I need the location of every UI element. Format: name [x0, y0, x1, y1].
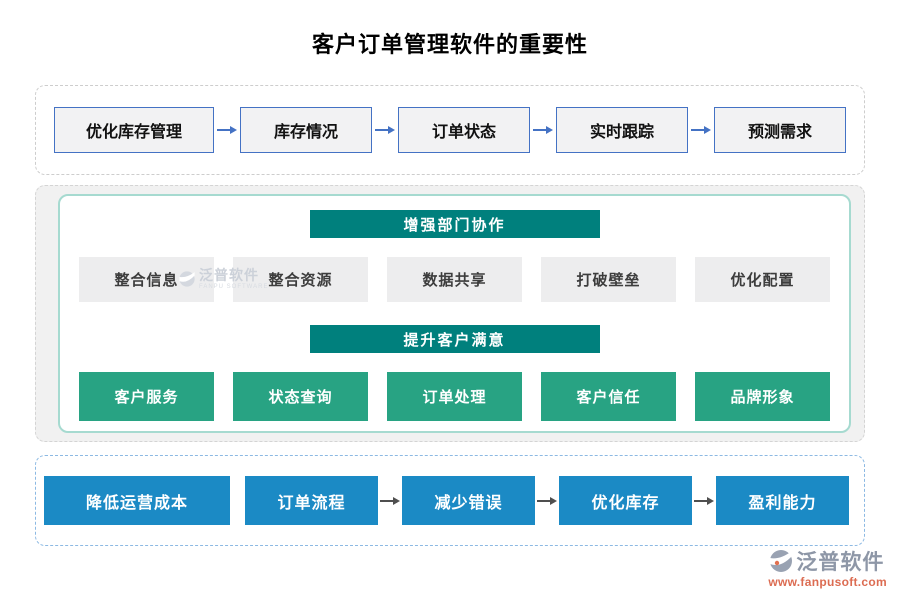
collaboration-row: 整合信息 整合资源 数据共享 打破壁垒 优化配置 [60, 257, 849, 302]
logo-url: www.fanpusoft.com [768, 575, 887, 589]
bottom-flow-node: 盈利能力 [716, 476, 849, 525]
logo-brand: 泛普软件 [796, 551, 885, 574]
top-flow-node: 订单状态 [398, 107, 530, 153]
top-flow-node: 实时跟踪 [556, 107, 688, 153]
arrow-right-icon [380, 496, 400, 505]
bottom-flow-node: 减少错误 [402, 476, 535, 525]
satisfaction-item: 订单处理 [387, 372, 522, 421]
top-flow-node: 库存情况 [240, 107, 372, 153]
top-flow-section: 优化库存管理 库存情况 订单状态 实时跟踪 预测需求 [35, 85, 865, 175]
bottom-flow-node: 降低运营成本 [44, 476, 230, 525]
arrow-right-icon [533, 126, 553, 134]
collaboration-item: 打破壁垒 [541, 257, 676, 302]
satisfaction-row: 客户服务 状态查询 订单处理 客户信任 品牌形象 [60, 372, 849, 421]
arrow-right-icon [217, 126, 237, 134]
satisfaction-item: 品牌形象 [695, 372, 830, 421]
arrow-right-icon [691, 126, 711, 134]
benefits-panel: 增强部门协作 整合信息 整合资源 数据共享 打破壁垒 优化配置 提升客户满意 客… [58, 194, 851, 433]
site-logo: 泛普软件 www.fanpusoft.com [768, 546, 887, 589]
collaboration-item: 数据共享 [387, 257, 522, 302]
bottom-flow-node: 订单流程 [245, 476, 378, 525]
bottom-flow-section: 降低运营成本 订单流程 减少错误 优化库存 盈利能力 [35, 455, 865, 546]
fanpu-logo-icon [770, 550, 793, 572]
top-flow-node: 预测需求 [714, 107, 846, 153]
collaboration-item: 整合资源 [233, 257, 368, 302]
collaboration-item: 优化配置 [695, 257, 830, 302]
arrow-right-icon [537, 496, 557, 505]
arrow-right-icon [375, 126, 395, 134]
satisfaction-item: 状态查询 [233, 372, 368, 421]
bottom-flow-node: 优化库存 [559, 476, 692, 525]
satisfaction-item: 客户信任 [541, 372, 676, 421]
collaboration-header: 增强部门协作 [309, 210, 600, 238]
middle-section: 增强部门协作 整合信息 整合资源 数据共享 打破壁垒 优化配置 提升客户满意 客… [35, 185, 865, 442]
page-title: 客户订单管理软件的重要性 [311, 32, 588, 57]
satisfaction-header: 提升客户满意 [309, 325, 600, 353]
collaboration-item: 整合信息 [79, 257, 214, 302]
arrow-right-icon [694, 496, 714, 505]
satisfaction-item: 客户服务 [79, 372, 214, 421]
top-flow-node: 优化库存管理 [54, 107, 214, 153]
